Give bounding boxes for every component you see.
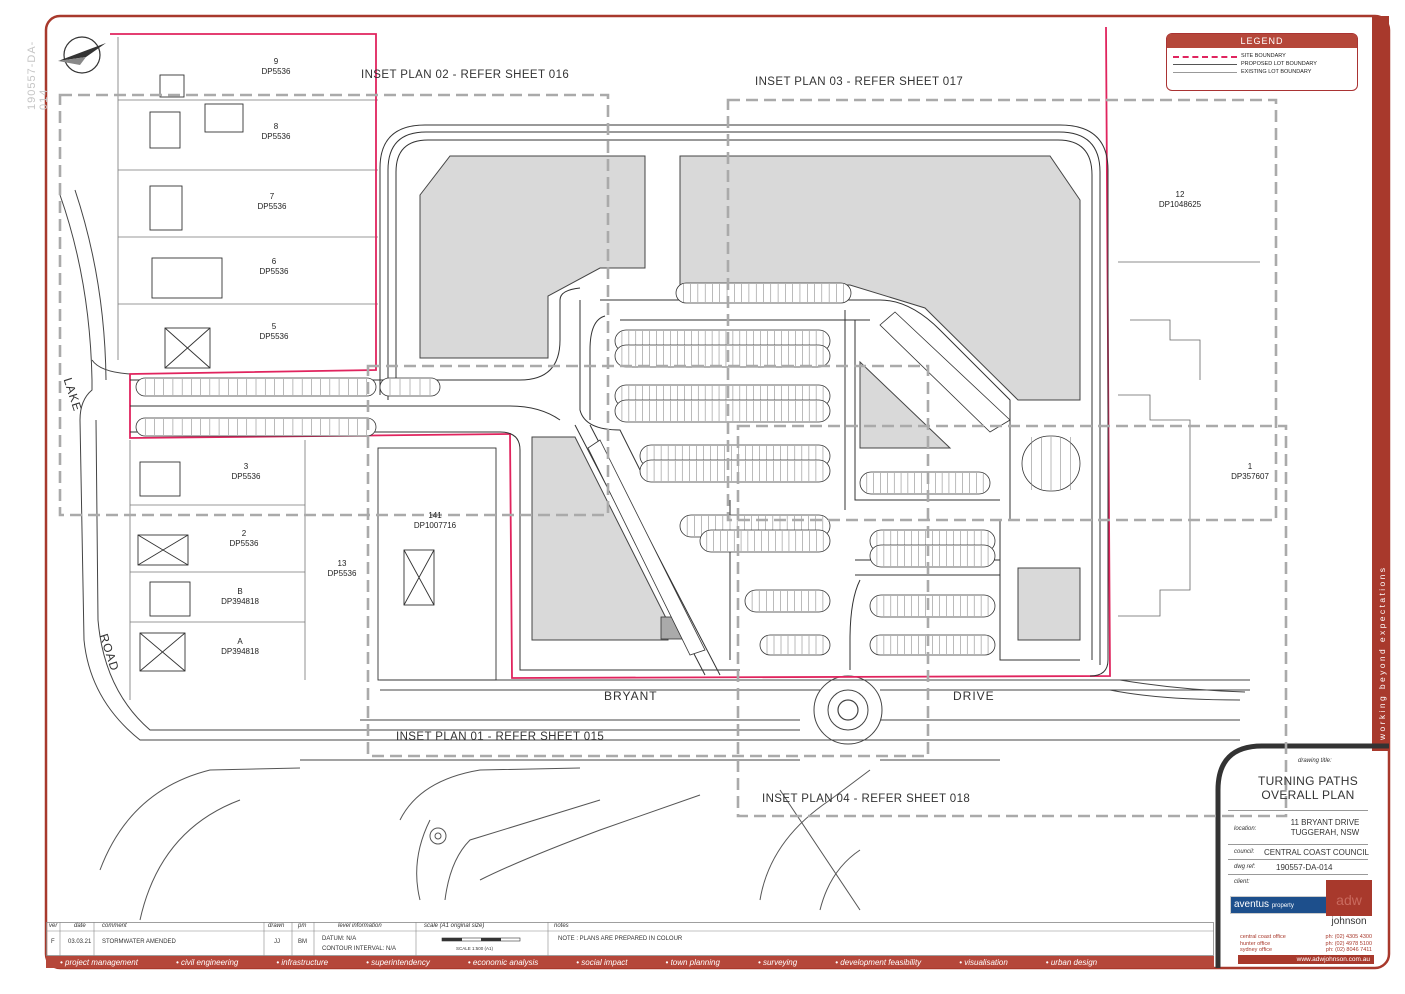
rev-header-drawn: drawn: [268, 923, 285, 929]
parking-row: [587, 439, 706, 656]
parking-row: [699, 529, 831, 553]
existing-lots: [117, 37, 378, 700]
rev-header-pm: pm: [298, 923, 307, 929]
parking-row: [614, 399, 831, 423]
drawing-title-label: drawing title:: [1298, 758, 1332, 764]
legend-item: EXISTING LOT BOUNDARY: [1167, 68, 1357, 76]
revision-table: ver date comment drawn pm level informat…: [46, 922, 1214, 956]
inset-boxes: [58, 93, 1288, 818]
sidebar-band: [1372, 16, 1389, 751]
service-item: • project management: [60, 957, 138, 967]
rev-contour: CONTOUR INTERVAL: N/A: [322, 946, 397, 952]
service-item: • urban design: [1045, 957, 1098, 967]
rev-note: NOTE : PLANS ARE PREPARED IN COLOUR: [558, 936, 683, 942]
website-bar: www.adwjohnson.com.au: [1238, 955, 1374, 964]
service-item: • town planning: [665, 957, 720, 967]
rev-header-notes: notes: [554, 923, 569, 929]
parking-row: [639, 459, 831, 483]
rev-header-date: date: [74, 923, 86, 929]
neighbour-outline: [1118, 261, 1260, 617]
rev-date: 03.03.21: [68, 939, 92, 945]
service-item: • infrastructure: [276, 957, 329, 967]
client-label: client:: [1234, 879, 1250, 885]
rev-drawn: JJ: [274, 939, 280, 945]
lower-roads: [99, 767, 871, 921]
parking-row: [879, 311, 1011, 433]
site-boundary: [110, 26, 1111, 679]
houses: [137, 74, 497, 681]
inset-label-03: INSET PLAN 03 - REFER SHEET 017: [755, 76, 964, 88]
sheet-watermark: 190557-DA-014: [26, 40, 50, 110]
roundabout: [813, 675, 883, 745]
parking-bays: [135, 282, 1081, 656]
legend-item: PROPOSED LOT BOUNDARY: [1167, 60, 1357, 68]
bryant-drive: [140, 679, 1250, 761]
inset-label-01: INSET PLAN 01 - REFER SHEET 015: [396, 731, 605, 743]
rev-comment: STORMWATER AMENDED: [102, 939, 176, 945]
parking-row: [859, 471, 991, 495]
service-item: • superintendency: [366, 957, 430, 967]
service-item: • civil engineering: [175, 957, 239, 967]
council: CENTRAL COAST COUNCIL: [1264, 848, 1369, 857]
service-item: • visualisation: [959, 957, 1008, 967]
service-item: • surveying: [757, 957, 798, 967]
legend-title: LEGEND: [1167, 34, 1357, 48]
legend-item: SITE BOUNDARY: [1167, 52, 1357, 60]
sidebar-tagline: working beyond expectations: [1377, 565, 1387, 740]
legend: LEGEND SITE BOUNDARY PROPOSED LOT BOUNDA…: [1166, 33, 1358, 91]
title-block-frame: [1215, 743, 1389, 968]
client-logo: aventus property: [1230, 896, 1327, 914]
inset-label-04: INSET PLAN 04 - REFER SHEET 018: [762, 793, 971, 805]
road-label-bryant: BRYANT: [604, 689, 658, 703]
north-arrow-icon: [58, 36, 106, 74]
rev-header-level: level information: [338, 923, 382, 929]
inset-label-02: INSET PLAN 02 - REFER SHEET 016: [361, 69, 570, 81]
rev-ver: F: [51, 939, 55, 945]
service-item: • development feasibility: [835, 957, 922, 967]
rev-scale: SCALE 1:500 (A1): [456, 946, 494, 951]
rev-header-ver: ver: [49, 923, 58, 929]
services-bar: • project management • civil engineering…: [46, 956, 1214, 968]
company-logo: adw johnson: [1326, 880, 1372, 930]
rev-pm: BM: [298, 939, 307, 945]
service-item: • social impact: [576, 957, 628, 967]
rev-header-scale: scale (A1 original size): [424, 923, 485, 929]
dwg-ref-label: dwg ref:: [1234, 864, 1256, 870]
lake-road: [59, 189, 240, 741]
rev-datum: DATUM: N/A: [322, 936, 357, 942]
location-label: location:: [1234, 826, 1257, 832]
parking-row: [614, 344, 831, 368]
buildings: [419, 155, 1081, 641]
service-item: • economic analysis: [467, 957, 539, 967]
council-label: council:: [1234, 849, 1255, 855]
dwg-ref: 190557-DA-014: [1276, 863, 1333, 872]
rev-header-comment: comment: [102, 923, 127, 929]
road-label-drive: DRIVE: [953, 689, 995, 703]
